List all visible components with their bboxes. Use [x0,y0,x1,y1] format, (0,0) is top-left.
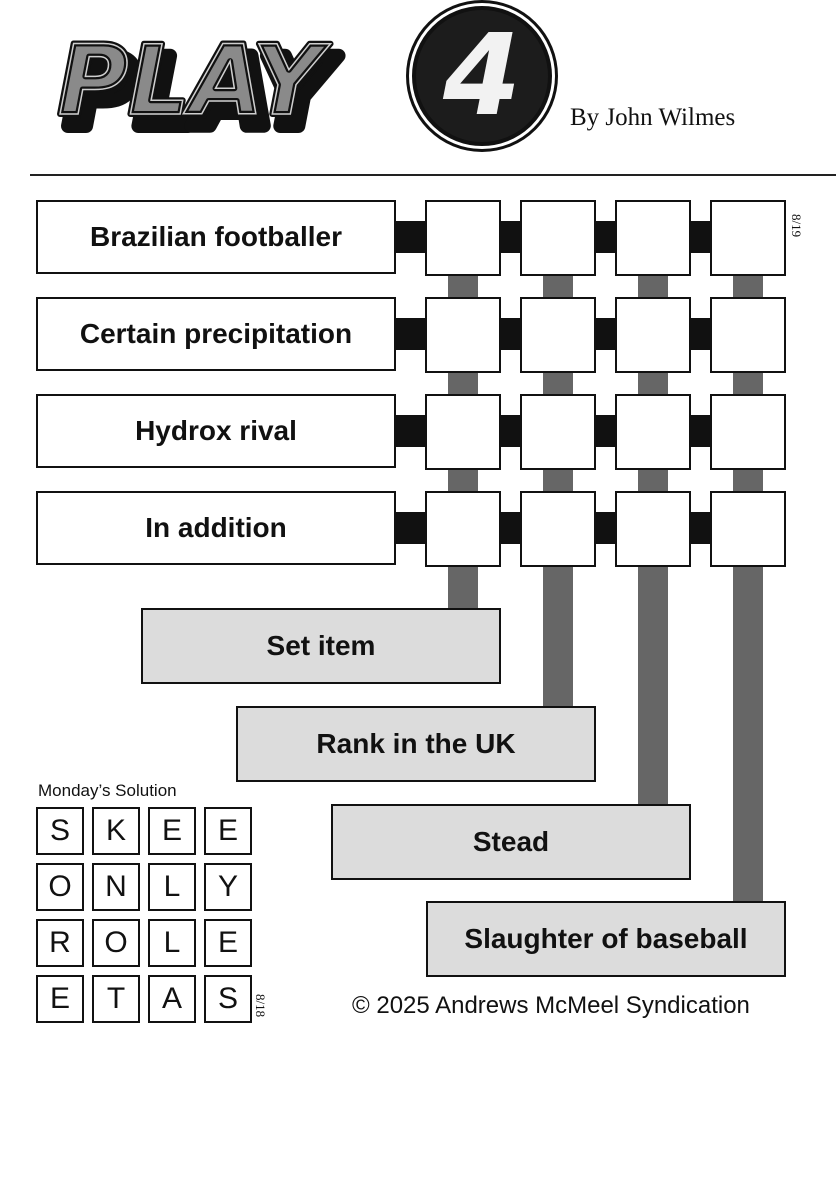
byline: By John Wilmes [570,104,736,131]
solution-cell: S [204,975,252,1023]
solution-cell: L [148,919,196,967]
logo-word-highlight: PLAY [58,34,331,137]
solution-cell: L [148,863,196,911]
solution-cell: E [148,807,196,855]
logo: PLAY PLAY PLAY [52,22,472,156]
answer-cell[interactable] [520,297,596,373]
answer-cell[interactable] [710,297,786,373]
down-clue-4: Slaughter of baseball [426,901,786,977]
answer-cell[interactable] [520,200,596,276]
logo-word-text: PLAY [58,34,331,137]
solution-cell: R [36,919,84,967]
puzzle-date: 8/19 [789,214,804,238]
logo-word-shadow: PLAY [66,37,339,144]
answer-cell[interactable] [615,200,691,276]
answer-cell[interactable] [615,297,691,373]
answer-cell[interactable] [710,200,786,276]
logo-circle [412,6,552,146]
answer-cell[interactable] [425,491,501,567]
answer-cell[interactable] [615,394,691,470]
down-clue-1: Set item [141,608,501,684]
solution-title: Monday’s Solution [38,781,177,800]
answer-cell[interactable] [520,394,596,470]
copyright: © 2025 Andrews McMeel Syndication [352,992,750,1019]
logo-digit: 4 [443,11,521,141]
solution-cell: K [92,807,140,855]
solution-cell: O [36,863,84,911]
answer-cell[interactable] [425,297,501,373]
across-clue-4: In addition [36,491,396,565]
solution-cell: Y [204,863,252,911]
answer-cell[interactable] [615,491,691,567]
answer-cell[interactable] [710,394,786,470]
answer-cell[interactable] [710,491,786,567]
across-clue-1: Brazilian footballer [36,200,396,274]
logo-word-graphic: PLAY PLAY PLAY [55,22,346,156]
solution-cell: E [204,919,252,967]
solution-cell: A [148,975,196,1023]
answer-cell[interactable] [520,491,596,567]
solution-cell: T [92,975,140,1023]
header-divider [30,174,836,176]
solution-cell: E [204,807,252,855]
answer-cell[interactable] [425,200,501,276]
down-clue-2: Rank in the UK [236,706,596,782]
across-clue-3: Hydrox rival [36,394,396,468]
solution-cell: O [92,919,140,967]
across-clue-2: Certain precipitation [36,297,396,371]
answer-cell[interactable] [425,394,501,470]
solution-cell: E [36,975,84,1023]
down-clue-3: Stead [331,804,691,880]
solution-cell: N [92,863,140,911]
solution-date: 8/18 [253,994,268,1018]
solution-cell: S [36,807,84,855]
